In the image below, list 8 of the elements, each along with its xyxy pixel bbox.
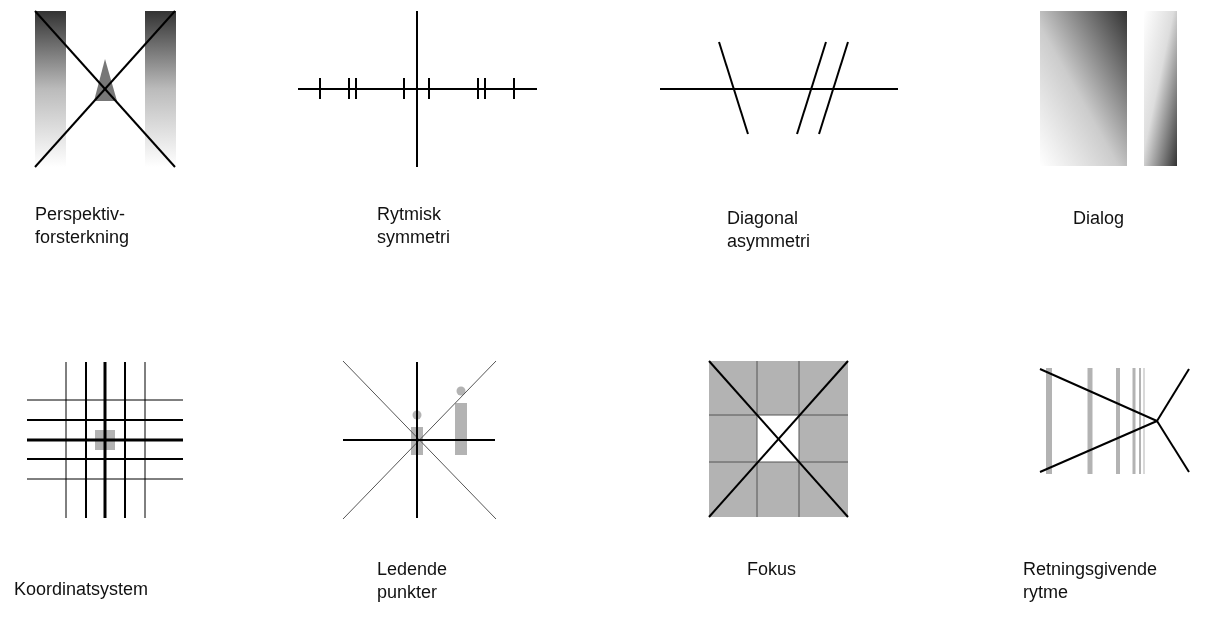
caption-label: Diagonal asymmetri — [727, 207, 810, 253]
caption-label: Perspektiv- forsterkning — [35, 203, 130, 249]
caption-label: Rytmisk symmetri — [377, 203, 450, 249]
caption-label: Fokus — [747, 558, 797, 581]
caption-label: Dialog — [1073, 207, 1125, 230]
caption-label: Koordinatsystem — [14, 578, 149, 601]
caption-label: Retningsgivende rytme — [1023, 558, 1158, 604]
caption-label: Ledende punkter — [377, 558, 448, 604]
